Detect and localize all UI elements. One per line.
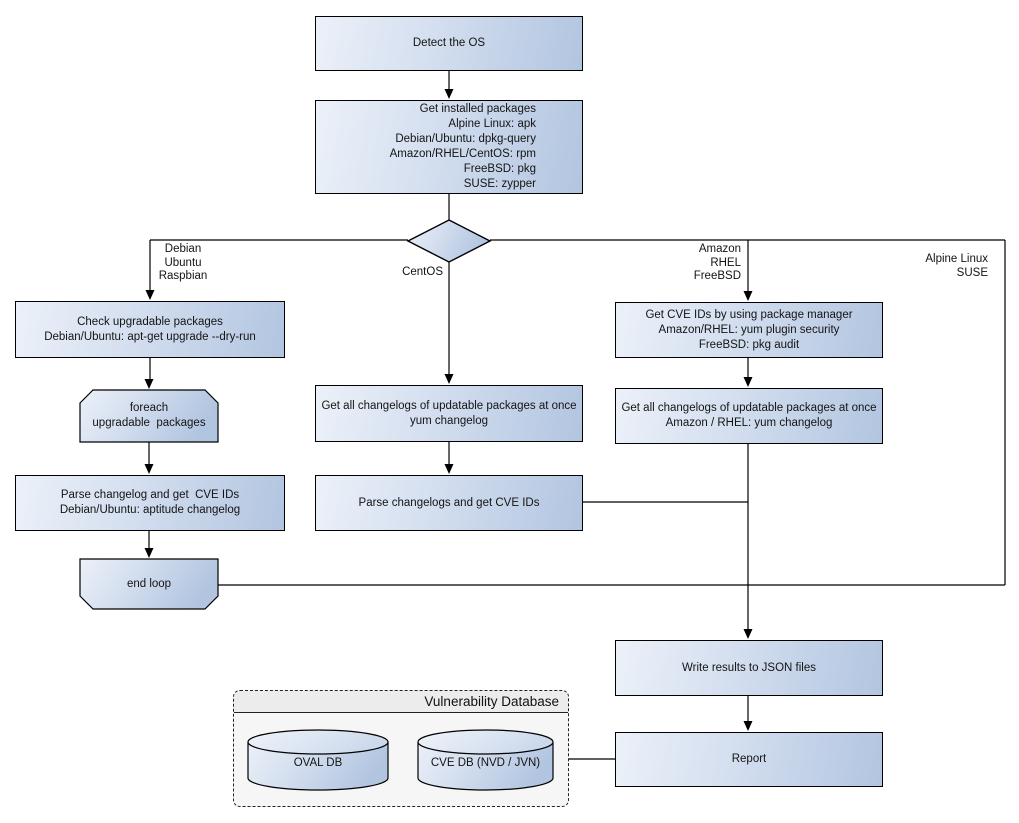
node-get-cve-ids-package-manager: Get CVE IDs by using package manager Ama… (615, 302, 883, 358)
arrowheads (144, 89, 753, 731)
node-get-installed-packages: Get installed packages Alpine Linux: apk… (315, 100, 583, 194)
arrow-into-foreach (144, 379, 154, 389)
edge-label-amazon-branch: Amazon RHEL FreeBSD (693, 243, 741, 282)
node-get-changelogs-amazon-rhel: Get all changelogs of updatable packages… (615, 388, 883, 444)
node-parse-changelog-debian: Parse changelog and get CVE IDs Debian/U… (15, 475, 285, 531)
node-check-upgradable-packages: Check upgradable packages Debian/Ubuntu:… (15, 301, 285, 358)
edge-label-alpine-branch: Alpine Linux SUSE (925, 253, 988, 279)
end-loop-shape (79, 558, 219, 610)
arrow-into-changelogs-amazon (743, 377, 753, 387)
foreach-loop-shape (79, 389, 219, 443)
edges (148, 71, 1006, 760)
arrow-into-report (743, 721, 753, 731)
node-report: Report (615, 732, 883, 787)
vulnerability-database-title: Vulnerability Database (234, 691, 568, 713)
arrow-into-parse-mid (444, 464, 454, 474)
oval-db-cylinder (247, 729, 389, 791)
node-detect-os: Detect the OS (315, 16, 583, 71)
arrow-into-endloop (144, 548, 154, 558)
arrow-into-changelogs-centos (444, 374, 454, 384)
arrow-into-check (145, 290, 155, 300)
node-parse-changelogs-centos: Parse changelogs and get CVE IDs (315, 475, 583, 531)
node-write-results-json: Write results to JSON files (615, 640, 883, 696)
arrow-into-installed (444, 89, 454, 99)
edge-label-centos-branch: CentOS (402, 266, 443, 278)
arrow-into-write (743, 629, 753, 639)
edge-label-debian-branch: Debian Ubuntu Raspbian (158, 243, 208, 282)
cve-db-cylinder (417, 729, 554, 791)
node-get-changelogs-centos: Get all changelogs of updatable packages… (315, 385, 583, 442)
arrow-into-cveids (743, 291, 753, 301)
os-decision-diamond (406, 219, 492, 263)
arrow-into-parse-left (144, 464, 154, 474)
